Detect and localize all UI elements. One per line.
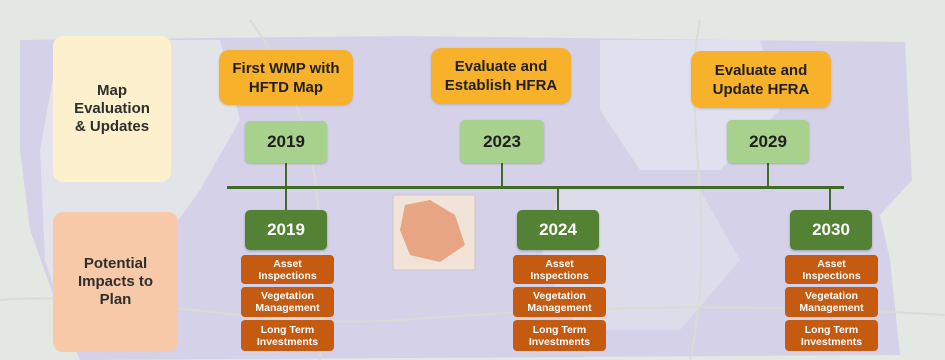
long-term-investments-box: Long Term Investments (785, 320, 878, 351)
timeline-line (227, 186, 844, 189)
long-term-investments-box: Long Term Investments (513, 320, 606, 351)
evaluation-event-box: Evaluate and Update HFRA (691, 51, 831, 108)
evaluation-year-box: 2019 (245, 121, 327, 163)
evaluation-event-box: First WMP with HFTD Map (219, 50, 353, 105)
evaluation-year-box: 2023 (460, 120, 544, 163)
connector-line (285, 188, 287, 211)
connector-line (767, 162, 769, 187)
impact-year-box: 2024 (517, 210, 599, 250)
vegetation-management-box: Vegetation Management (241, 287, 334, 317)
vegetation-management-box: Vegetation Management (785, 287, 878, 317)
asset-inspections-box: Asset Inspections (785, 255, 878, 284)
impact-year-box: 2019 (245, 210, 327, 250)
connector-line (557, 188, 559, 211)
connector-line (829, 188, 831, 211)
impact-year-box: 2030 (790, 210, 872, 250)
vegetation-management-box: Vegetation Management (513, 287, 606, 317)
asset-inspections-box: Asset Inspections (241, 255, 334, 284)
asset-inspections-box: Asset Inspections (513, 255, 606, 284)
connector-line (501, 162, 503, 187)
long-term-investments-box: Long Term Investments (241, 320, 334, 351)
potential-impacts-label: Potential Impacts to Plan (53, 212, 178, 352)
map-lake (400, 200, 465, 262)
connector-line (285, 162, 287, 187)
evaluation-year-box: 2029 (727, 120, 809, 163)
map-evaluation-label: Map Evaluation & Updates (53, 36, 171, 182)
evaluation-event-box: Evaluate and Establish HFRA (431, 48, 571, 104)
